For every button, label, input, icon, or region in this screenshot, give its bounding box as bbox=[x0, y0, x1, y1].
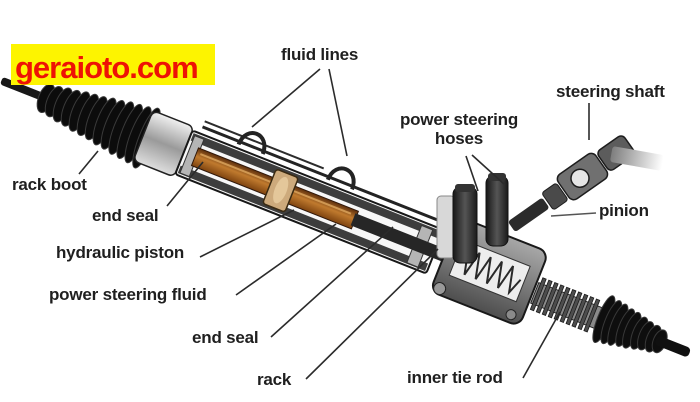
leader-end-seal-upper bbox=[166, 161, 204, 207]
label-inner-tie-rod: inner tie rod bbox=[407, 368, 503, 387]
watermark-text: geraioto.com bbox=[15, 50, 199, 85]
leader-hose-left bbox=[465, 155, 479, 192]
watermark-banner: geraioto.com bbox=[11, 44, 215, 85]
leader-fluid-lines-right bbox=[328, 68, 348, 157]
leader-hose-right bbox=[471, 154, 505, 185]
label-fluid-lines: fluid lines bbox=[281, 45, 359, 64]
leader-rack-boot bbox=[78, 150, 99, 175]
fluid-lines-tubes bbox=[201, 120, 447, 225]
leader-rack bbox=[305, 248, 439, 380]
rack-assembly bbox=[0, 77, 691, 357]
leader-fluid-lines-left bbox=[251, 68, 321, 128]
label-power-steering-fluid: power steering fluid bbox=[49, 285, 207, 304]
leader-end-seal-lower bbox=[270, 226, 394, 338]
steering-shaft-joint bbox=[508, 135, 635, 232]
hydraulic-cylinder bbox=[175, 130, 477, 274]
label-rack-boot: rack boot bbox=[12, 175, 87, 194]
rack-teeth bbox=[529, 277, 607, 333]
label-steering-shaft: steering shaft bbox=[556, 82, 665, 101]
steering-shaft-upper bbox=[610, 146, 664, 171]
label-end-seal-lower: end seal bbox=[192, 328, 259, 347]
label-power-steering-hoses: power steering hoses bbox=[399, 110, 519, 148]
inner-tie-rod-boot bbox=[592, 295, 668, 354]
leader-hydraulic-piston bbox=[199, 209, 295, 258]
label-end-seal-upper: end seal bbox=[92, 206, 159, 225]
leader-power-steering-fluid bbox=[235, 223, 337, 296]
power-steering-hoses-parts bbox=[436, 173, 509, 264]
leader-lines bbox=[78, 68, 597, 380]
u-joint-pivot bbox=[570, 168, 590, 189]
label-hydraulic-piston: hydraulic piston bbox=[56, 243, 185, 262]
inner-tie-rod-part bbox=[655, 336, 691, 357]
label-pinion: pinion bbox=[599, 201, 649, 220]
leader-inner-tie-rod bbox=[522, 311, 561, 379]
leader-pinion bbox=[550, 212, 597, 217]
label-rack: rack bbox=[257, 370, 292, 389]
